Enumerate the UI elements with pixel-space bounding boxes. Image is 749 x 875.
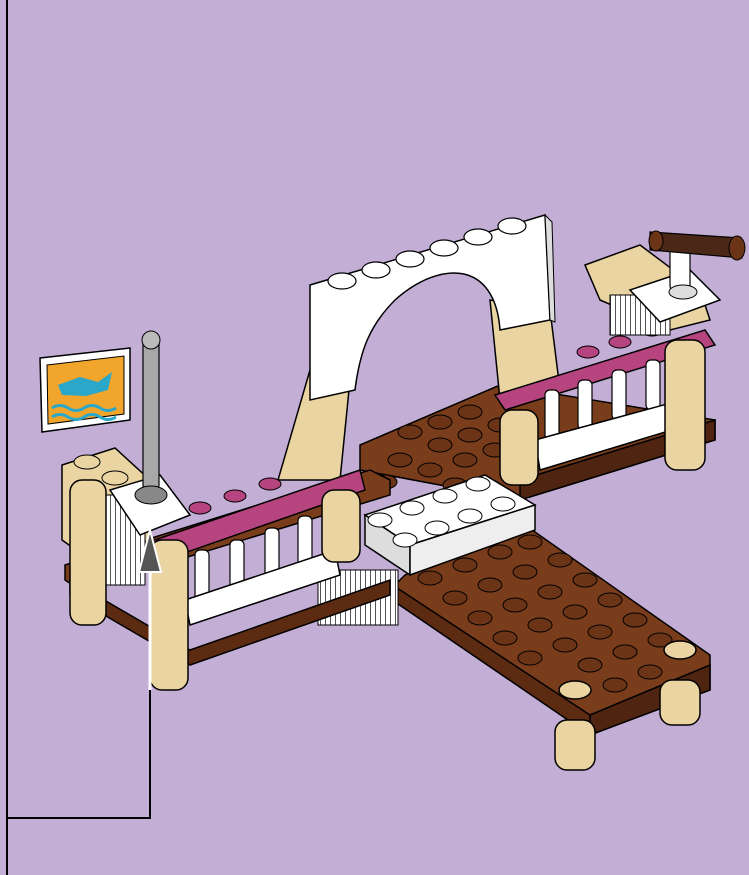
left-tower (62, 448, 190, 690)
